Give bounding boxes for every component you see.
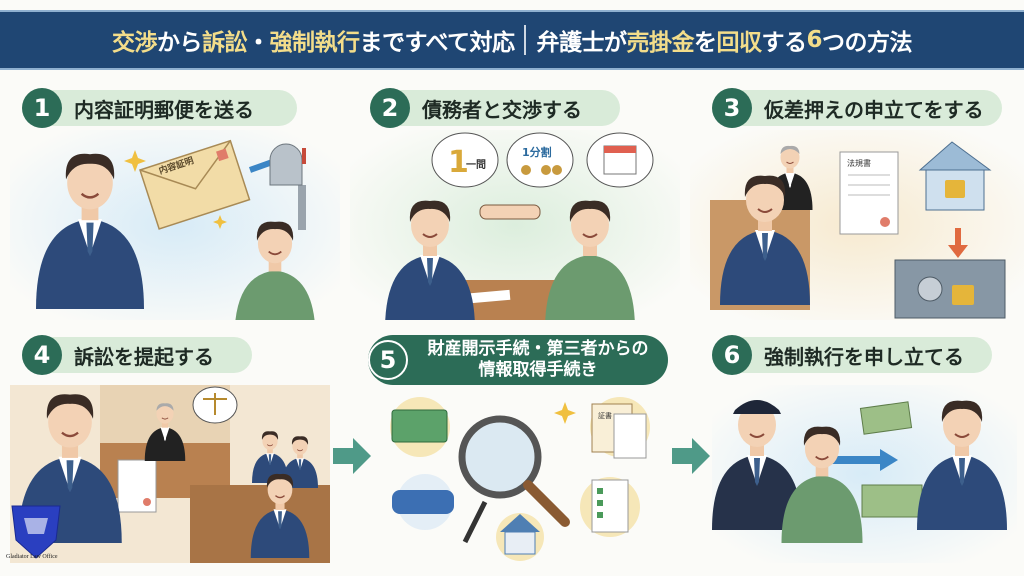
title-segment: まですべて対応 bbox=[359, 30, 515, 56]
title-segment: 交渉 bbox=[112, 30, 158, 56]
house-icon bbox=[496, 513, 544, 561]
step-number: 3 bbox=[712, 88, 752, 128]
title-segment: を bbox=[693, 30, 717, 56]
house-lock-icon bbox=[918, 141, 992, 211]
step-number: 2 bbox=[370, 88, 410, 128]
scene-asset-disclosure: 証書 bbox=[380, 392, 670, 567]
defendant bbox=[250, 473, 310, 558]
mailbox-icon bbox=[269, 143, 306, 230]
step-title-text: 仮差押えの申立てをする bbox=[764, 97, 984, 122]
document-icon bbox=[117, 459, 157, 513]
step-3-title: 3 仮差押えの申立てをする bbox=[712, 88, 1002, 128]
scene-certified-mail: 内容証明 bbox=[10, 130, 340, 320]
title-segment: する bbox=[761, 30, 807, 56]
document-icon bbox=[839, 151, 899, 235]
lawyer bbox=[720, 175, 810, 305]
court-officer bbox=[712, 400, 802, 530]
money-bag-icon bbox=[521, 165, 562, 175]
title-divider bbox=[524, 25, 527, 55]
title-segment: 弁護士が bbox=[536, 30, 627, 56]
title-segment: 訴訟 bbox=[202, 30, 248, 56]
sparkle-icon bbox=[124, 150, 227, 229]
money-icon bbox=[859, 401, 923, 518]
step-4-title: 4 訴訟を提起する bbox=[22, 335, 252, 375]
step-5-title: 5 財産開示手続・第三者からの情報取得手続き bbox=[368, 335, 668, 385]
safe-lock-icon bbox=[894, 259, 1006, 319]
step-number: 1 bbox=[22, 88, 62, 128]
step-2-title: 2 債務者と交渉する bbox=[370, 88, 620, 128]
bubble-number: 1 bbox=[448, 145, 469, 180]
debtor bbox=[235, 221, 315, 320]
magnifier-icon bbox=[458, 415, 542, 499]
speech-bubble bbox=[506, 132, 574, 188]
lawyer bbox=[36, 153, 144, 309]
certificate-label: 証書 bbox=[598, 411, 612, 420]
logo-text: Gladiator Law Office bbox=[6, 554, 58, 560]
scene-negotiation: 1 一問 1分割 bbox=[350, 130, 680, 320]
step-title-text: 訴訟を提起する bbox=[74, 344, 214, 369]
step-6-title: 6 強制執行を申し立てる bbox=[712, 335, 992, 375]
sparkle-icon bbox=[554, 402, 576, 424]
title-segment: 売掛金 bbox=[626, 30, 694, 56]
scene-compulsory-execution bbox=[712, 385, 1017, 563]
document-label: 法規書 bbox=[847, 158, 871, 168]
step-title-line1: 財産開示手続・第三者からの bbox=[427, 339, 649, 359]
step-number: 4 bbox=[22, 335, 62, 375]
next-arrow-icon bbox=[333, 438, 371, 474]
title-segment: から bbox=[157, 30, 203, 56]
bubble-label: 1分割 bbox=[522, 145, 552, 159]
scene-lawsuit bbox=[10, 385, 330, 563]
calendar-icon bbox=[586, 132, 654, 188]
next-arrow-icon bbox=[672, 438, 710, 474]
step-title-text: 債務者と交渉する bbox=[422, 97, 582, 122]
law-office-logo bbox=[11, 505, 61, 559]
title-segment: 6 bbox=[806, 27, 822, 53]
speech-bubble bbox=[431, 132, 499, 188]
car-icon bbox=[392, 490, 454, 514]
step-number: 6 bbox=[712, 335, 752, 375]
title-segment: ・ bbox=[247, 30, 270, 56]
step-title-line2: 情報取得手続き bbox=[478, 360, 598, 380]
scales-icon bbox=[192, 386, 238, 424]
scene-provisional-attachment: 法規書 bbox=[690, 130, 1024, 320]
step-title-text: 強制執行を申し立てる bbox=[764, 344, 964, 369]
step-number: 5 bbox=[368, 340, 408, 380]
debtor bbox=[781, 426, 863, 543]
step-1-title: 1 内容証明郵便を送る bbox=[22, 88, 297, 128]
bubble-label: 一問 bbox=[466, 159, 486, 171]
title-segment: 回収 bbox=[716, 30, 762, 56]
title-segment: 強制執行 bbox=[269, 30, 361, 56]
pen-icon bbox=[462, 500, 488, 544]
lawyer bbox=[385, 200, 475, 320]
debtor bbox=[545, 200, 635, 320]
lawyer bbox=[917, 400, 1007, 530]
judge bbox=[144, 403, 186, 461]
step-title-text: 内容証明郵便を送る bbox=[74, 97, 254, 122]
title-segment: つの方法 bbox=[822, 30, 913, 56]
handshake-icon bbox=[479, 204, 541, 220]
bankbook-icon bbox=[391, 409, 448, 443]
envelope-icon bbox=[139, 139, 251, 230]
checklist-icon bbox=[580, 477, 640, 537]
